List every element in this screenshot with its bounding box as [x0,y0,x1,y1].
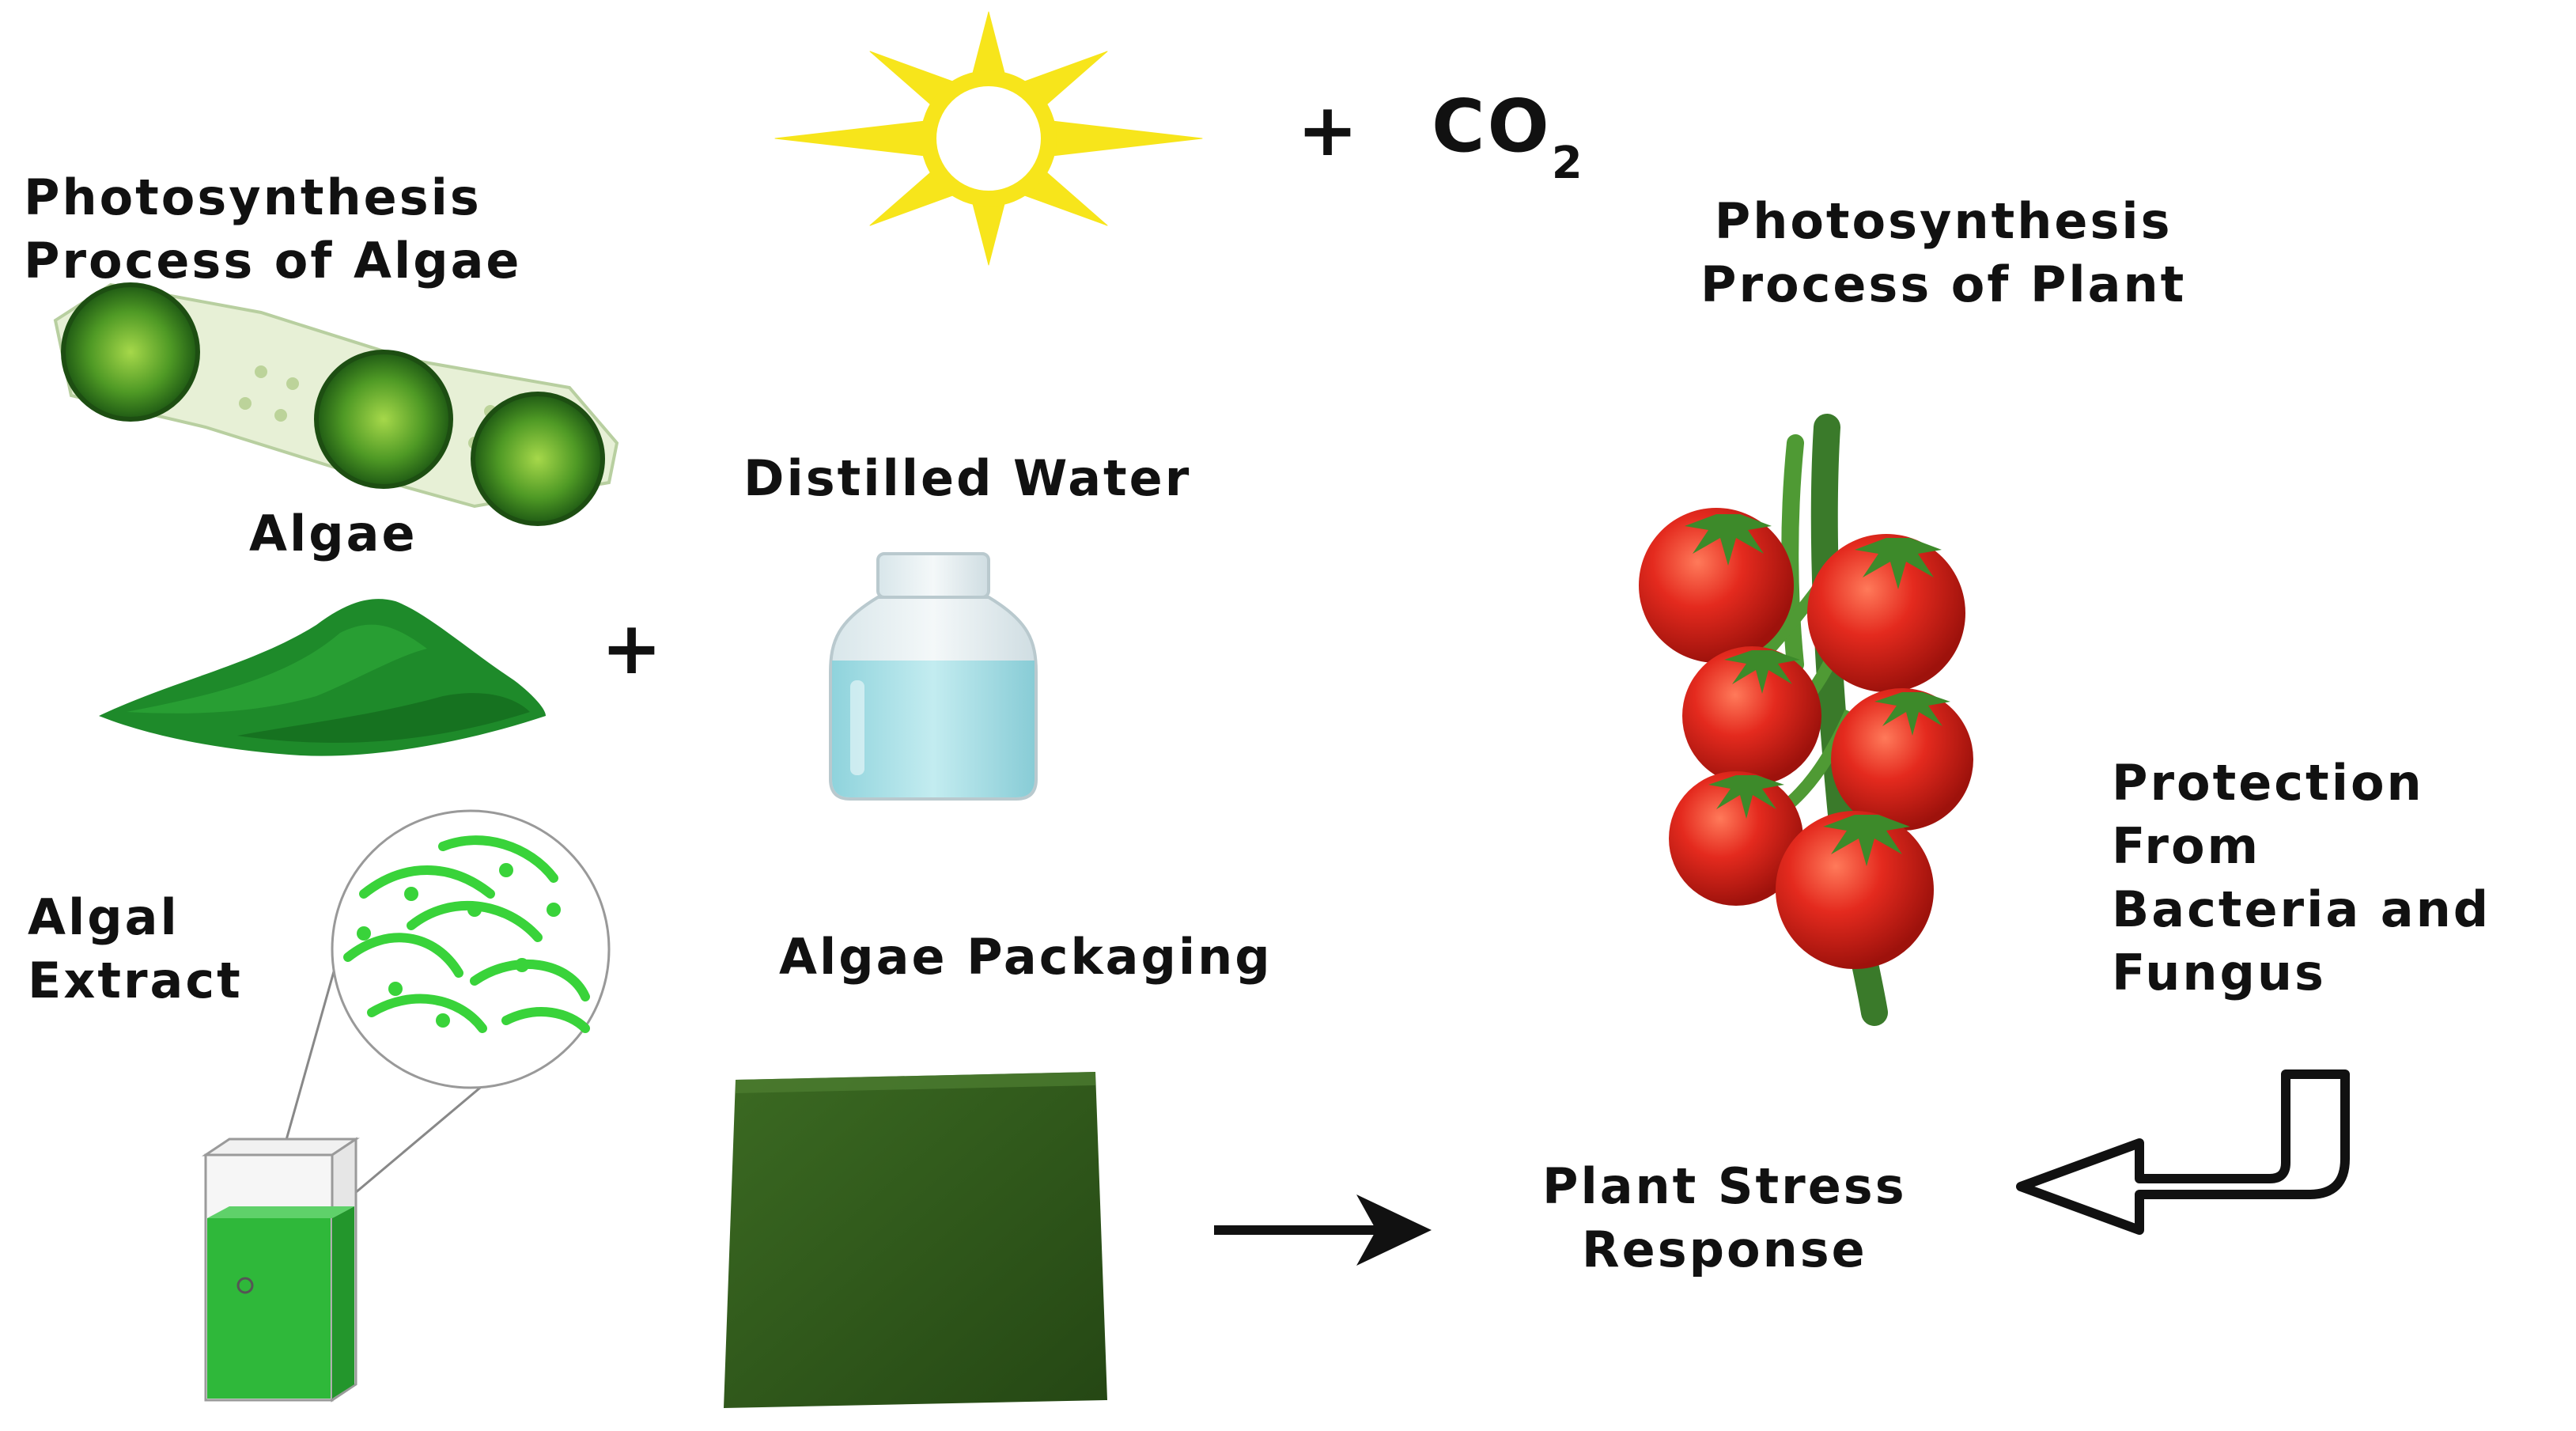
protection-label: Protection From Bacteria and Fungus [2112,751,2491,1005]
protection-line-4: Fungus [2112,944,2326,1001]
algal-extract-label: Algal Extract [28,886,243,1013]
plant-stress-line-2: Response [1581,1221,1867,1278]
cuvette-icon [202,1137,360,1403]
water-bottle-icon [829,552,1038,801]
algae-photosynthesis-label: Photosynthesis Process of Algae [24,166,521,293]
distilled-water-label: Distilled Water [743,449,1192,507]
tomato-vine-icon [1639,414,1973,1026]
algae-packaging-label: Algae Packaging [779,928,1273,986]
plant-photosynthesis-line-2: Process of Plant [1700,256,2187,313]
plant-stress-line-1: Plant Stress [1542,1157,1907,1215]
algae-label: Algae [249,505,418,562]
plant-photosynthesis-line-1: Photosynthesis [1714,192,2173,250]
protection-line-2: From [2112,817,2261,875]
plant-stress-label: Plant Stress Response [1542,1155,1907,1281]
plus-sign-middle: + [601,606,665,691]
hook-arrow-icon [2016,1069,2350,1235]
co2-subscript: 2 [1551,138,1585,189]
right-arrow-icon [1214,1194,1432,1266]
algae-cells-icon [53,282,619,526]
algal-extract-line-1: Algal [28,888,180,946]
co2-label: CO2 [1432,84,1585,190]
plant-photosynthesis-label: Photosynthesis Process of Plant [1700,190,2186,316]
algae-powder-icon [99,599,546,756]
co2-main: CO [1432,84,1552,168]
protection-line-1: Protection [2112,754,2424,812]
protection-line-3: Bacteria and [2112,880,2491,938]
algal-extract-line-2: Extract [28,952,243,1009]
algae-photosynthesis-line-2: Process of Algae [24,232,522,290]
algae-photosynthesis-line-1: Photosynthesis [24,168,482,226]
plus-sign-top: + [1297,88,1361,172]
sun-icon [774,11,1203,266]
microscope-zoom-icon [244,809,611,1287]
algae-package-icon [724,1072,1107,1408]
